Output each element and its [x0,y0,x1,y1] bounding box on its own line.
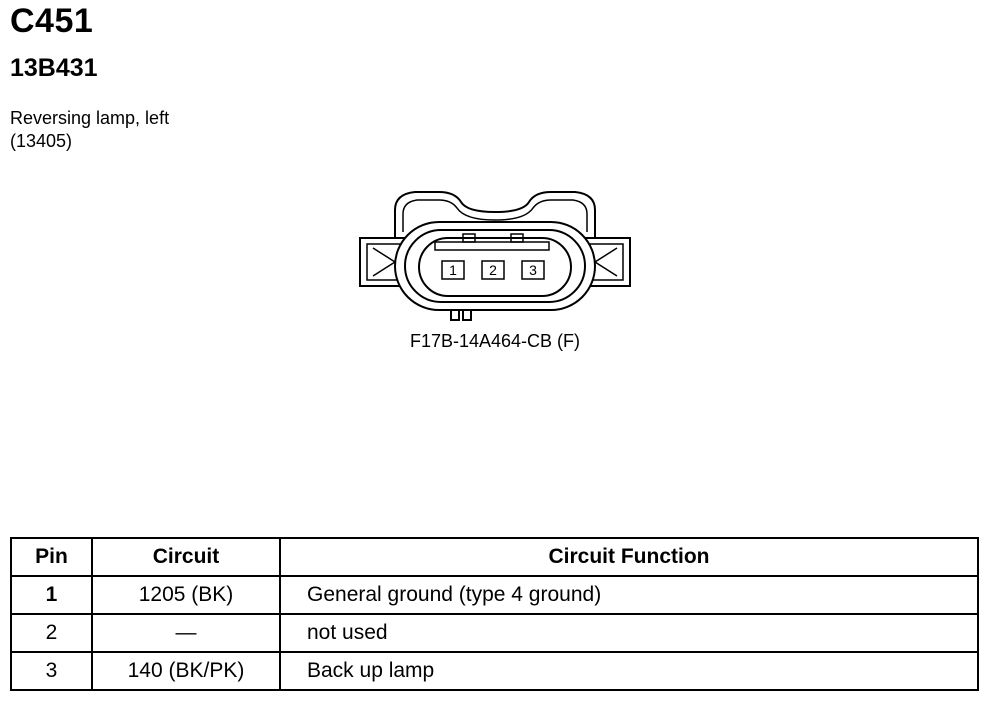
terminal-cavity [418,237,572,297]
cell-circuit: 140 (BK/PK) [91,651,281,691]
cell-function: Back up lamp [279,651,979,691]
table-row: 2 — not used [10,613,979,653]
pin-table: Pin Circuit Circuit Function 1 1205 (BK)… [10,537,979,691]
cell-circuit: 1205 (BK) [91,575,281,615]
header-circuit: Circuit [91,537,281,577]
table-row: 3 140 (BK/PK) Back up lamp [10,651,979,691]
bottom-latch-tab [450,310,460,321]
component-code: (13405) [10,131,73,151]
cell-circuit: — [91,613,281,653]
cell-function: not used [279,613,979,653]
connector-part-label: F17B-14A464-CB (F) [409,331,581,351]
pin-3-box [521,260,545,280]
part-number: 13B431 [10,54,98,82]
table-row: 1 1205 (BK) General ground (type 4 groun… [10,575,979,615]
connector-id: C451 [10,2,94,40]
pin-1-label: 1 [449,262,457,278]
cell-function: General ground (type 4 ground) [279,575,979,615]
cell-pin: 1 [10,575,93,615]
cell-pin: 2 [10,613,93,653]
header-pin: Pin [10,537,93,577]
connector-face-drawing: 1 2 3 [359,191,631,321]
pin-3-label: 3 [529,262,537,278]
pin-2-label: 2 [489,262,497,278]
table-header-row: Pin Circuit Circuit Function [10,537,979,577]
pin-1-box [441,260,465,280]
component-description: Reversing lamp, left [10,108,170,128]
cell-pin: 3 [10,651,93,691]
header-circuit-function: Circuit Function [279,537,979,577]
connector-housing [394,191,596,238]
pin-2-box [481,260,505,280]
